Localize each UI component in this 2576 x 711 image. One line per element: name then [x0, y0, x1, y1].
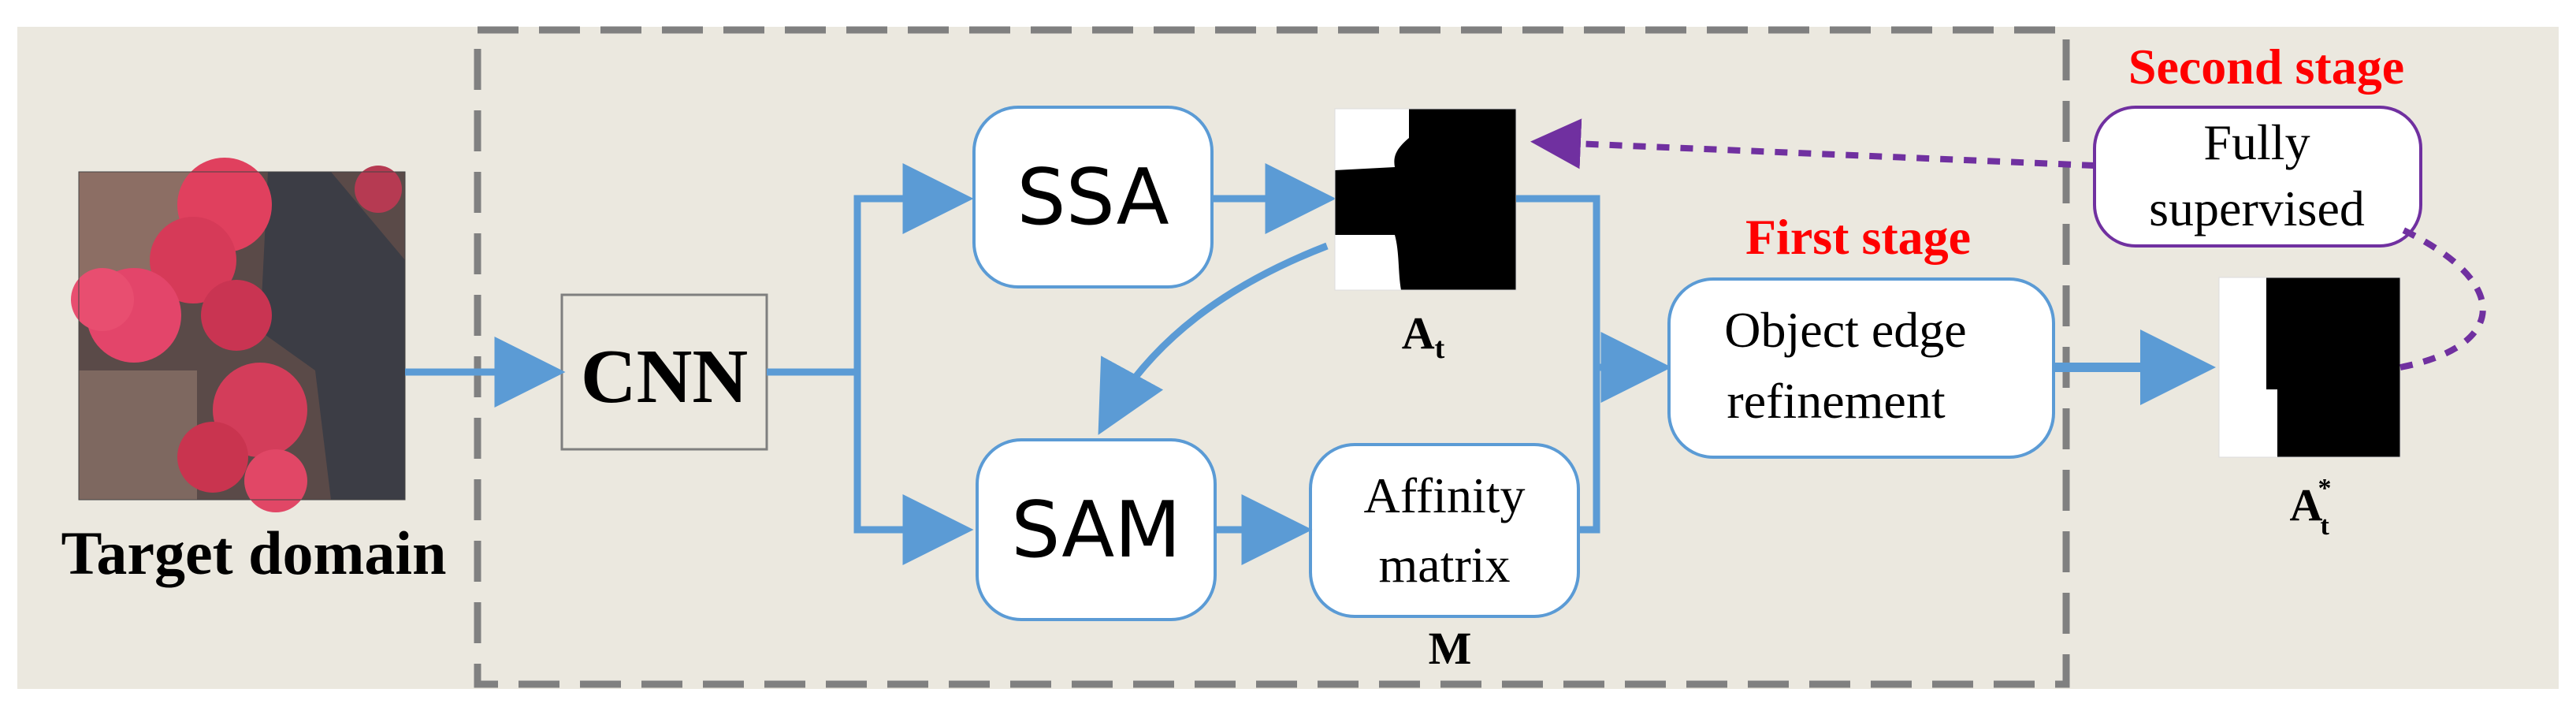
first-stage-region	[474, 26, 2070, 688]
first-stage-label: First stage	[1745, 209, 1971, 265]
at-label: At	[1402, 307, 1445, 365]
dashed-at-star-to-supervised	[2399, 227, 2486, 370]
affinity-label-line2: matrix	[1378, 537, 1510, 593]
target-domain-image	[71, 158, 406, 512]
arrow-at-to-sam	[1098, 242, 1329, 435]
supervised-label-line1: Fully	[2203, 114, 2310, 170]
sam-label: SAM	[1011, 486, 1181, 575]
fully-supervised-node	[2093, 106, 2422, 248]
at-mask-image	[1334, 108, 1517, 291]
refinement-label-line2: refinement	[1727, 373, 1945, 429]
second-stage-label: Second stage	[2128, 39, 2404, 95]
supervised-label-line2: supervised	[2149, 181, 2365, 236]
cnn-label: CNN	[581, 334, 748, 419]
refinement-label-line1: Object edge	[1724, 302, 1966, 358]
affinity-symbol: M	[1429, 623, 1472, 674]
at-star-label: A*t	[2290, 474, 2332, 541]
at-star-mask-image	[2218, 277, 2401, 458]
arrow-cnn-to-sam	[853, 370, 974, 565]
target-domain-label: Target domain	[61, 519, 447, 587]
affinity-label-line1: Affinity	[1363, 467, 1525, 523]
ssa-label: SSA	[1017, 153, 1169, 243]
